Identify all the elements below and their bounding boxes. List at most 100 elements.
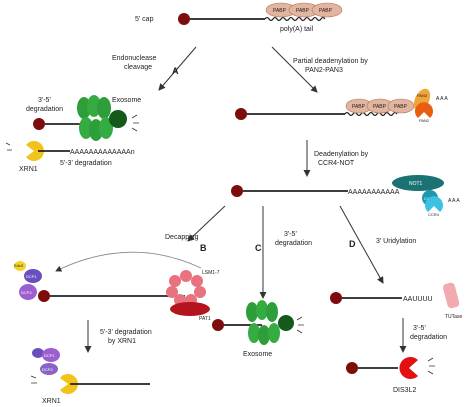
branch-d-letter: D (349, 239, 356, 249)
degradation-53-label: 5'-3' degradation (60, 160, 112, 167)
deadenylation-label-1: Deadenylation by (314, 151, 369, 158)
edc3-label: Edc3 (14, 263, 24, 268)
branch-b-letter: B (200, 243, 207, 253)
xrn1-icon (26, 141, 45, 162)
exosome-subunit (97, 97, 111, 119)
xrn1-icon (60, 374, 78, 395)
branch-b-bottom: DCP1 DCP2 XRN1 (30, 348, 150, 405)
nucleotide-marks (427, 357, 435, 375)
branch-c-label-2: degradation (275, 240, 312, 247)
tutase-label: TUTase (445, 314, 462, 320)
exosome-subunit (268, 323, 280, 343)
dcp-protein (40, 363, 58, 375)
edc3-protein (14, 261, 26, 271)
cap-icon (38, 290, 50, 302)
cap-label: 5' cap (135, 16, 154, 23)
exosome-subunit (256, 300, 268, 320)
pabp-label: PABP (319, 8, 333, 14)
branch-d-group: AAUUUU TUTase 3'-5' degradation DIS3L2 (330, 282, 462, 394)
ccr4-protein (425, 196, 443, 212)
xrn1-step-label-1: 5'-3' degradation (100, 329, 152, 336)
nucleotide-marks (5, 142, 12, 151)
pan2-label: PAN2 (419, 118, 430, 123)
released-a-marks: A A A (436, 96, 448, 102)
branch-c-label-1: 3'-5' (284, 231, 297, 238)
uridylation-label: 3' Uridylation (376, 238, 416, 245)
pabp-label: PABP (373, 104, 387, 110)
lsm-subunit (169, 275, 181, 287)
partial-label-2: PAN2-PAN3 (305, 67, 343, 74)
xrn1-label: XRN1 (42, 398, 61, 405)
exosome-label: Exosome (112, 97, 141, 104)
polya-tail (344, 111, 398, 117)
cap-icon (231, 185, 243, 197)
lsm-label: LSM1-7 (202, 270, 220, 276)
exosome-subunit (258, 325, 270, 345)
partial-label-1: Partial deadenylation by (293, 58, 368, 65)
exosome-complex (77, 95, 127, 141)
pat1-protein (170, 302, 210, 316)
xrn1-step-label-2: by XRN1 (108, 338, 136, 345)
arrow-uridylation (339, 205, 384, 284)
exosome-subunit (248, 323, 260, 343)
branch-a-group: 3'-5' degradation Exosome XRN1 AAAAAAAAA… (5, 95, 141, 173)
branch-c-letter: C (255, 243, 262, 253)
branch-c-group: Exosome (212, 300, 304, 358)
branch-a-letter: A (172, 66, 179, 76)
degradation-35-label: degradation (26, 106, 63, 113)
lsm-subunit (166, 286, 178, 298)
pabp-protein (311, 2, 343, 18)
not1-protein (392, 175, 444, 191)
polya-label: poly(A) tail (280, 26, 314, 33)
cap-icon (33, 118, 45, 130)
cap-icon (330, 292, 342, 304)
pabp-label: PABP (273, 8, 287, 14)
dcp1-protein (32, 348, 44, 358)
pabp-label: PABP (296, 8, 310, 14)
dcp1-label: DCP1 (26, 274, 37, 279)
arrow-partial-deadenylation (271, 46, 318, 93)
exosome-cap (109, 110, 127, 128)
lsm-complex (166, 270, 206, 306)
polya-string: AAAAAAAAAAAAAn (70, 149, 135, 156)
dcp2-label: DCP2 (21, 290, 32, 295)
xrn1-label: XRN1 (19, 166, 38, 173)
lsm-subunit (180, 270, 192, 282)
uridylation-tail: AAUUUU (403, 296, 433, 303)
tutase-protein (442, 282, 460, 309)
exosome-subunit (246, 302, 258, 322)
released-a-marks: A A A (448, 198, 460, 204)
pabp-label: PABP (352, 104, 366, 110)
cleavage-label: cleavage (124, 64, 152, 71)
cap-icon (346, 362, 358, 374)
pat1-label: PAT1 (199, 316, 211, 322)
dcp-protein (42, 348, 60, 362)
dcp1-label: DCP1 (44, 353, 55, 358)
lsm-subunit (194, 286, 206, 298)
cap-icon (178, 13, 190, 25)
dcp2-protein (19, 284, 37, 300)
dis3l2-step-label-2: degradation (410, 334, 447, 341)
dcp2-label: DCP2 (42, 367, 53, 372)
nucleotide-marks (30, 375, 37, 384)
pabp-label: PABP (394, 104, 408, 110)
pan3-label: PAN3 (417, 93, 428, 98)
lsm-subunit (191, 275, 203, 287)
exosome-complex (246, 300, 294, 345)
dis3l2-protein (399, 356, 418, 379)
nucleotide-marks (131, 114, 139, 132)
deadenylation-label-2: CCR4-NOT (318, 160, 355, 167)
degradation-35-label: 3'-5' (38, 97, 51, 104)
partial-deadenylation-product: PABP PABP PABP PAN3 PAN2 A A A (235, 88, 448, 123)
pan2-protein (415, 102, 434, 118)
nucleotide-marks (296, 316, 304, 334)
exosome-subunit (266, 302, 278, 322)
exosome-cap (278, 315, 294, 331)
not1-label: NOT1 (409, 181, 423, 187)
exosome-subunit (99, 117, 113, 139)
top-mrna: 5' cap PABP PABP PABP poly(A) tail (135, 2, 343, 33)
polya-tail (264, 16, 326, 22)
endonuclease-label: Endonuclease (112, 55, 156, 62)
branch-b-group: Edc3 DCP1 DCP2 LSM1-7 PAT1 (14, 251, 220, 322)
